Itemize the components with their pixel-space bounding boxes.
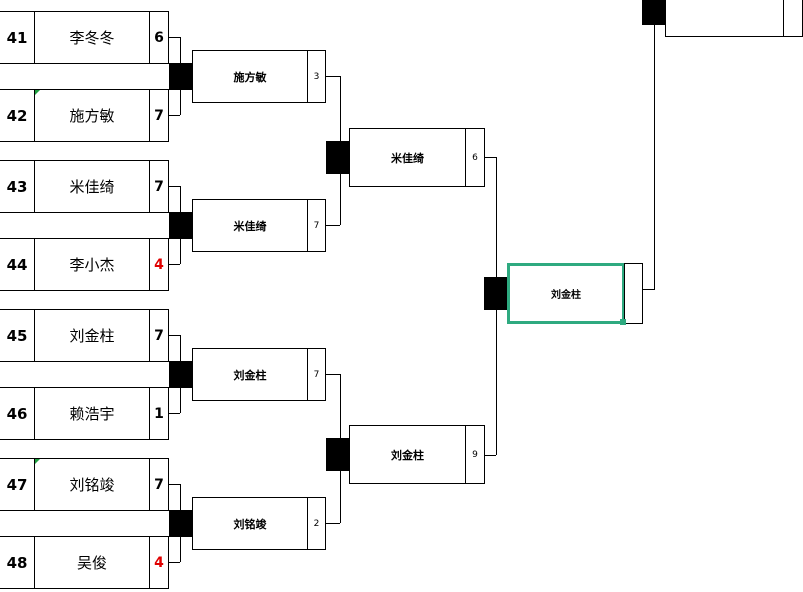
round3-winner-name[interactable]: 刘金柱 — [349, 425, 466, 484]
player-name-cell[interactable]: 赖浩宇 — [34, 387, 150, 440]
bracket-line — [168, 484, 180, 485]
seed-cell: 42 — [0, 89, 35, 142]
bracket-line — [325, 523, 340, 524]
player-name-cell[interactable]: 施方敏 — [34, 89, 150, 142]
winner-marker — [169, 63, 193, 90]
bracket-line — [168, 413, 180, 414]
bracket-line — [654, 12, 655, 290]
score-cell[interactable]: 6 — [149, 11, 169, 64]
player-name-cell[interactable]: 李冬冬 — [34, 11, 150, 64]
winner-marker — [326, 141, 350, 174]
round4-winner-score[interactable] — [624, 263, 643, 324]
score-cell[interactable]: 7 — [149, 309, 169, 362]
winner-marker — [169, 361, 193, 388]
bracket-line — [325, 374, 340, 375]
seed-cell: 41 — [0, 11, 35, 64]
round5-winner-name[interactable] — [665, 0, 784, 37]
round2-winner-score[interactable]: 2 — [307, 497, 326, 550]
winner-marker — [326, 438, 350, 471]
score-cell[interactable]: 7 — [149, 89, 169, 142]
bracket-line — [168, 264, 180, 265]
bracket-line — [168, 186, 180, 187]
grid-line — [0, 387, 169, 388]
player-name-cell[interactable]: 刘铭竣 — [34, 458, 150, 511]
grid-line — [0, 238, 169, 239]
grid-line — [0, 212, 169, 213]
round4-winner-name[interactable]: 刘金柱 — [507, 263, 625, 324]
round2-winner-name[interactable]: 米佳绮 — [192, 199, 308, 252]
score-cell[interactable]: 7 — [149, 160, 169, 213]
bracket-line — [484, 455, 496, 456]
round2-winner-score[interactable]: 7 — [307, 348, 326, 401]
selection-handle[interactable] — [620, 319, 626, 325]
seed-cell: 44 — [0, 238, 35, 291]
seed-cell: 47 — [0, 458, 35, 511]
grid-line — [0, 536, 169, 537]
bracket-line — [168, 37, 180, 38]
winner-marker — [484, 277, 508, 310]
winner-marker — [169, 510, 193, 537]
bracket-line — [642, 289, 654, 290]
comment-indicator-icon — [35, 90, 40, 95]
bracket-line — [325, 225, 340, 226]
score-cell[interactable]: 4 — [149, 536, 169, 589]
bracket-line — [168, 335, 180, 336]
player-name-cell[interactable]: 刘金柱 — [34, 309, 150, 362]
winner-marker — [642, 0, 666, 25]
score-cell[interactable]: 1 — [149, 387, 169, 440]
player-name-cell[interactable]: 米佳绮 — [34, 160, 150, 213]
player-name-cell[interactable]: 吴俊 — [34, 536, 150, 589]
round3-winner-score[interactable]: 6 — [465, 128, 485, 187]
round2-winner-name[interactable]: 刘金柱 — [192, 348, 308, 401]
grid-line — [0, 510, 169, 511]
score-cell[interactable]: 4 — [149, 238, 169, 291]
seed-cell: 45 — [0, 309, 35, 362]
seed-cell: 48 — [0, 536, 35, 589]
winner-marker — [169, 212, 193, 239]
grid-line — [0, 63, 169, 64]
round2-winner-name[interactable]: 施方敏 — [192, 50, 308, 103]
player-name-cell[interactable]: 李小杰 — [34, 238, 150, 291]
round2-winner-score[interactable]: 3 — [307, 50, 326, 103]
round2-winner-score[interactable]: 7 — [307, 199, 326, 252]
comment-indicator-icon — [35, 459, 40, 464]
score-cell[interactable]: 7 — [149, 458, 169, 511]
round2-winner-name[interactable]: 刘铭竣 — [192, 497, 308, 550]
round5-winner-score[interactable] — [783, 0, 803, 37]
seed-cell: 43 — [0, 160, 35, 213]
bracket-line — [168, 115, 180, 116]
bracket-line — [325, 76, 340, 77]
grid-line — [0, 361, 169, 362]
round3-winner-name[interactable]: 米佳绮 — [349, 128, 466, 187]
round3-winner-score[interactable]: 9 — [465, 425, 485, 484]
seed-cell: 46 — [0, 387, 35, 440]
grid-line — [0, 89, 169, 90]
bracket-line — [484, 157, 496, 158]
bracket-line — [168, 562, 180, 563]
